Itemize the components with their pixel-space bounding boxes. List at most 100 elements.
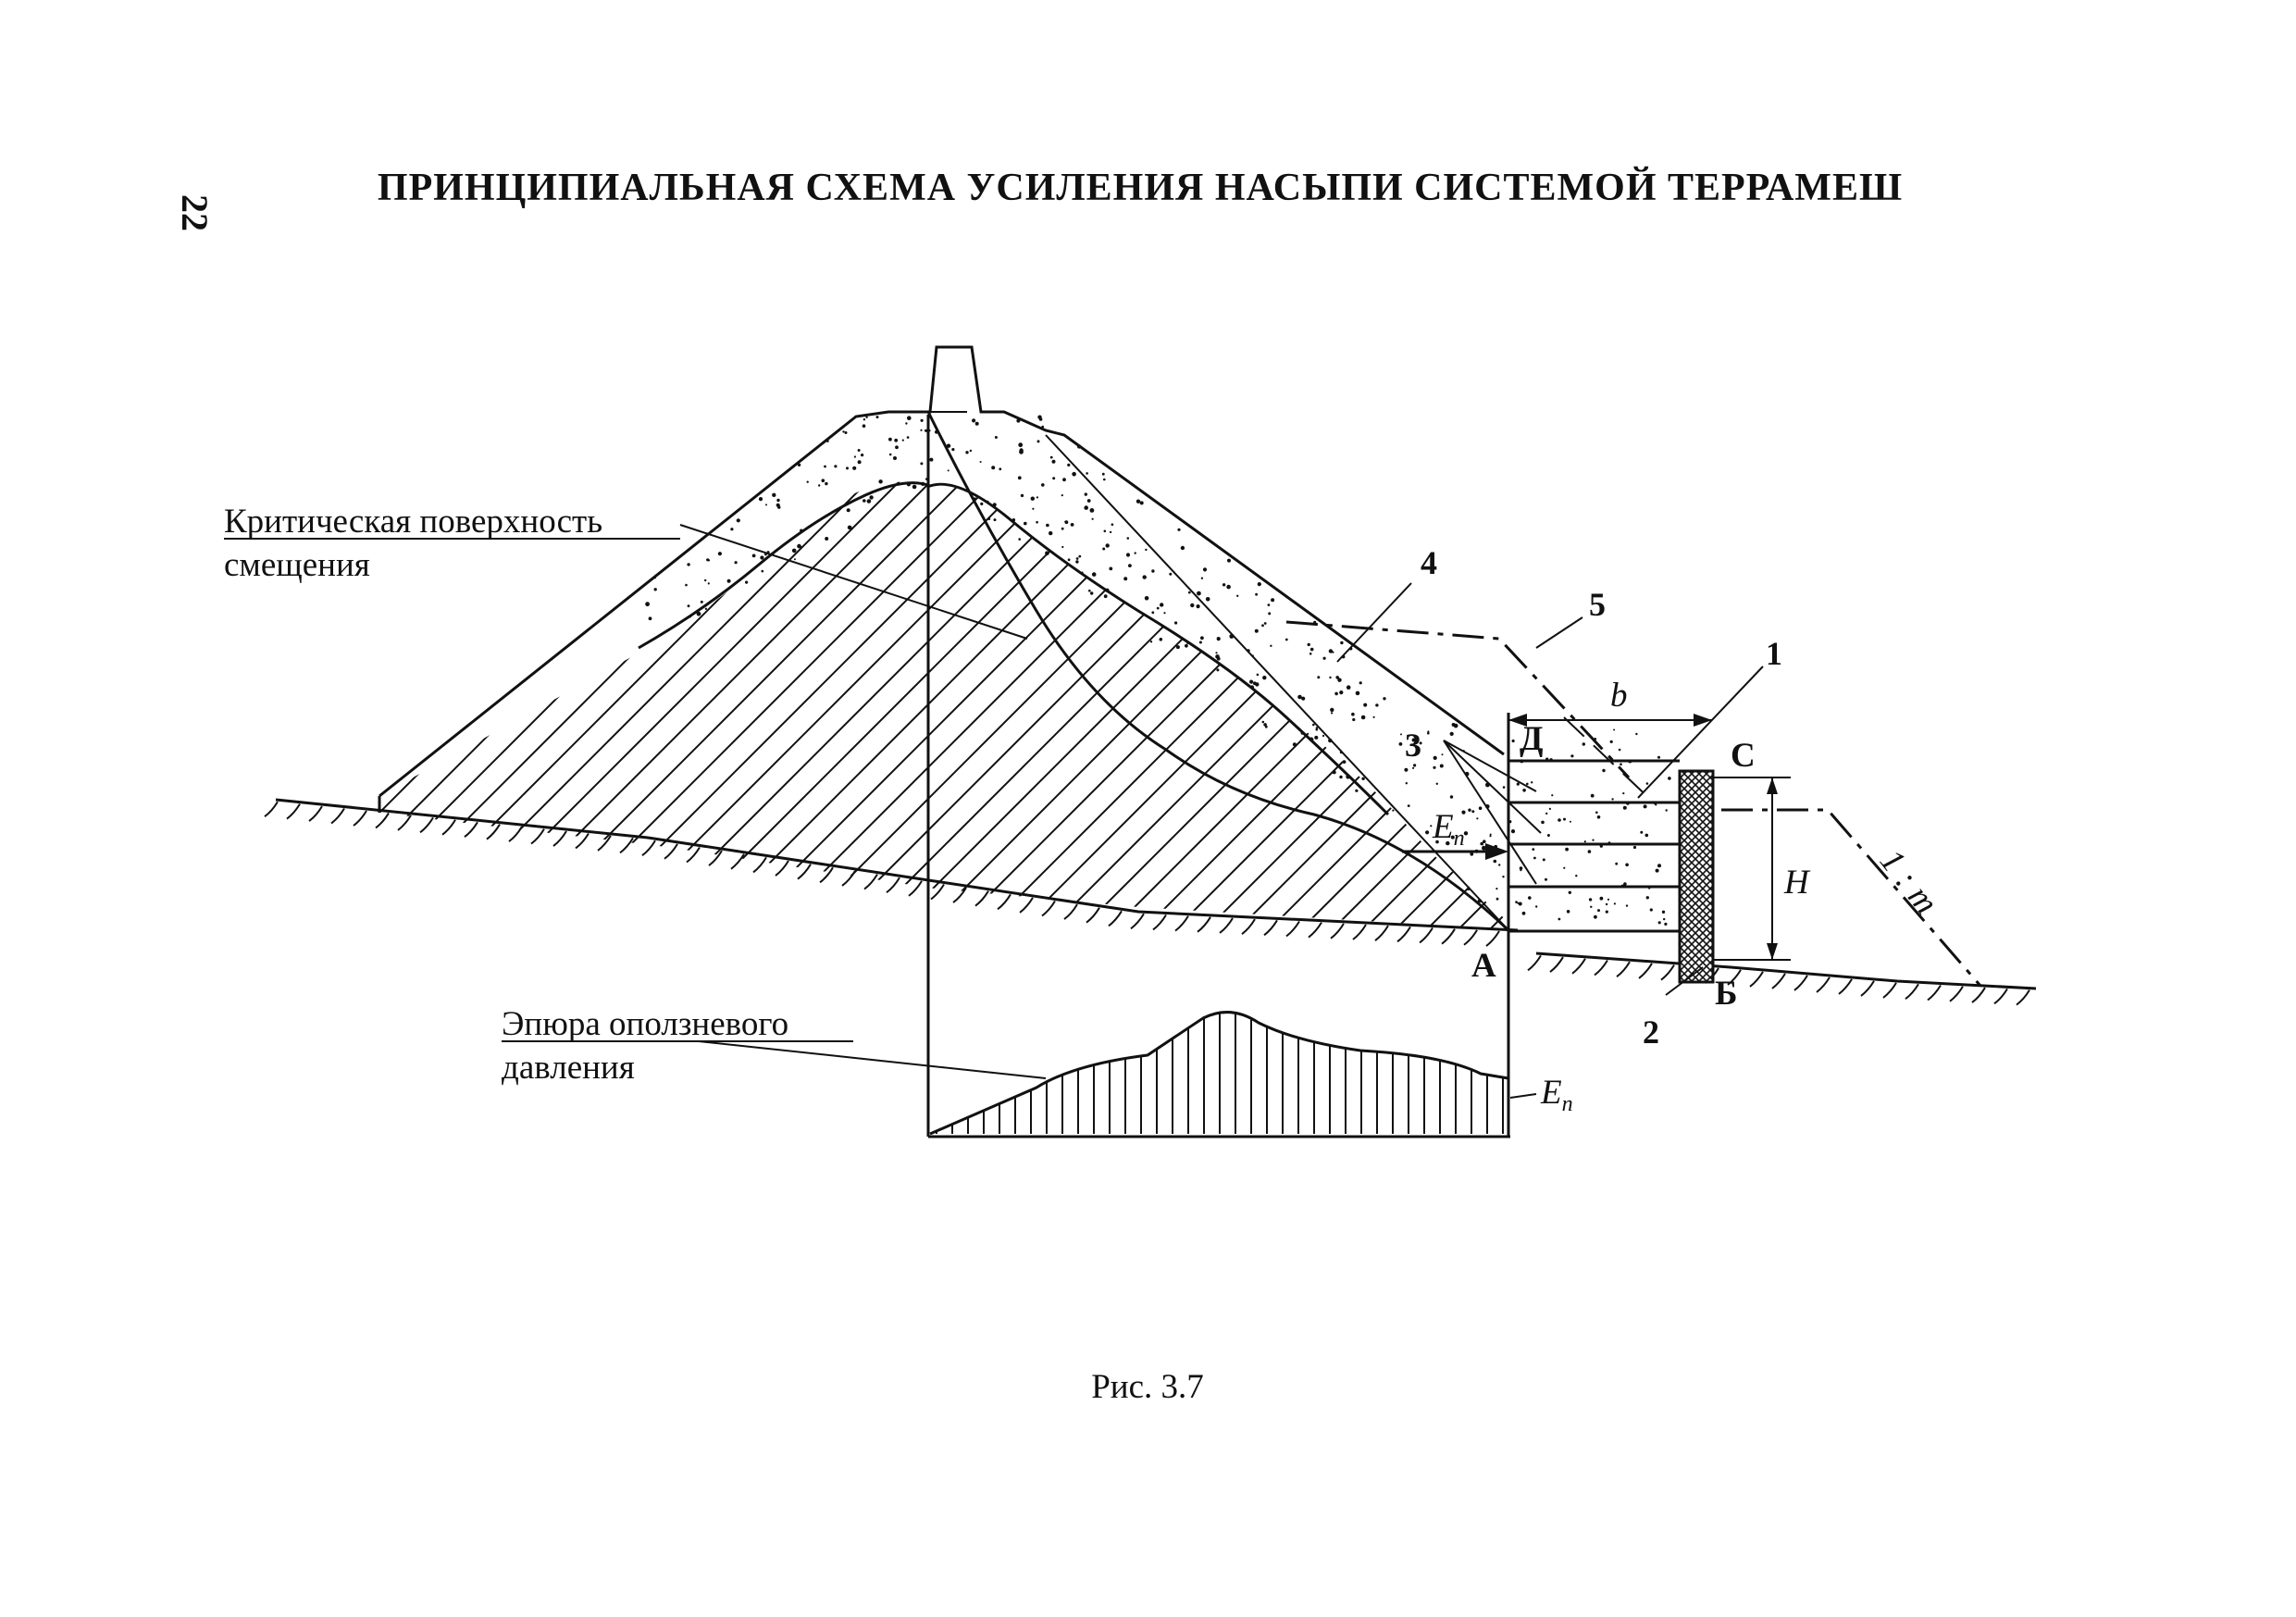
sand-dot	[1126, 537, 1130, 540]
sand-dot	[969, 449, 973, 453]
dimension-arrow	[1767, 777, 1778, 794]
fill-dot	[1546, 834, 1550, 837]
ground-hatch-mark	[863, 874, 878, 890]
sand-dot	[1067, 463, 1071, 466]
sand-dot	[707, 582, 710, 585]
sand-dot	[1109, 530, 1112, 534]
sand-dot	[1216, 668, 1220, 672]
hatch-line	[379, 481, 808, 930]
sand-dot	[1480, 841, 1483, 846]
ground-hatch-mark	[1197, 916, 1211, 933]
sand-dot	[1049, 455, 1053, 459]
ground-hatch-mark	[1174, 915, 1189, 932]
fill-dot	[1517, 902, 1520, 904]
ground-hatch-mark	[397, 815, 412, 831]
sand-dot	[1470, 852, 1474, 856]
leader-3a	[1443, 740, 1537, 792]
fill-dot	[1549, 758, 1553, 762]
hatch-line	[1295, 481, 1518, 930]
sand-dot	[1255, 592, 1258, 596]
sand-dot	[717, 552, 723, 556]
fill-dot	[1542, 858, 1545, 862]
sand-dot	[1449, 795, 1454, 799]
sand-dot	[1346, 775, 1350, 779]
leader-3b	[1443, 740, 1542, 834]
sand-dot	[1149, 641, 1153, 643]
sand-dot	[1091, 572, 1097, 577]
sand-dot	[1249, 679, 1254, 684]
fill-dot	[1588, 898, 1593, 902]
sand-dot	[1049, 530, 1053, 536]
sand-dot	[834, 465, 838, 468]
ground-hatch-mark	[597, 835, 612, 852]
sand-dot	[1160, 603, 1164, 607]
sand-dot	[1330, 707, 1334, 713]
sand-dot	[850, 527, 853, 530]
sand-dot	[1103, 529, 1107, 533]
fill-dot	[1613, 902, 1616, 905]
hatch-line	[0, 417, 272, 935]
fill-dot	[1649, 908, 1653, 912]
sand-dot	[806, 480, 809, 483]
sand-dot	[1489, 835, 1492, 838]
sand-dot	[1215, 652, 1218, 654]
hatch-line	[1263, 481, 1518, 930]
sand-dot	[1498, 864, 1501, 866]
sand-dot	[1078, 554, 1082, 558]
sand-dot	[1263, 723, 1267, 727]
sand-dot	[1339, 690, 1344, 695]
dimension-arrow	[1508, 714, 1527, 727]
sand-dot	[1311, 738, 1314, 740]
sand-dot	[1187, 591, 1191, 594]
sand-dot	[1337, 678, 1342, 682]
fill-dot	[1570, 754, 1574, 758]
sand-dot	[1352, 717, 1356, 722]
fill-dot	[1594, 914, 1597, 919]
ground-hatch-mark	[1616, 961, 1631, 978]
sand-dot	[987, 517, 991, 520]
fill-dot	[1558, 818, 1561, 822]
sand-dot	[991, 466, 996, 470]
ground-hatch-mark	[730, 853, 745, 870]
sand-dot	[920, 429, 923, 431]
ground-hatch-mark	[486, 824, 501, 840]
ground-hatch-mark	[330, 808, 345, 825]
hatch-line	[379, 481, 619, 930]
sand-dot	[1346, 685, 1351, 690]
sand-dot	[1250, 685, 1254, 690]
sand-dot	[1334, 691, 1338, 696]
sand-dot	[1061, 527, 1064, 530]
sand-dot	[844, 431, 848, 434]
sand-dot	[1502, 876, 1505, 878]
ground-hatch-mark	[619, 837, 634, 854]
sand-dot	[1478, 806, 1483, 810]
label-epure-line2: давления	[502, 1049, 635, 1087]
ground-hatch-mark	[1860, 980, 1875, 997]
ground-hatch-mark	[1086, 907, 1100, 924]
sand-dot	[1261, 720, 1265, 724]
ground-hatch-mark	[2016, 989, 2030, 1006]
sand-dot	[1136, 499, 1141, 504]
sand-dot	[1263, 622, 1267, 625]
sand-dot	[965, 451, 969, 454]
hatch-line	[379, 481, 493, 930]
reinforced-fill-stipple	[1511, 728, 1671, 927]
sand-dot	[1086, 499, 1091, 503]
hatch-line	[1515, 481, 1518, 930]
sand-dot	[1257, 582, 1261, 587]
sand-dot	[1255, 682, 1260, 687]
sand-dot	[1451, 723, 1456, 727]
sand-dot	[1331, 712, 1334, 715]
sand-dot	[1180, 545, 1185, 551]
sand-dot	[894, 438, 899, 442]
sand-dot	[1315, 727, 1319, 729]
sand-dot	[1328, 649, 1334, 653]
ground-hatch-mark	[930, 883, 945, 901]
ground-hatch-mark	[575, 832, 590, 850]
epure-force-subscript: n	[1562, 1092, 1573, 1116]
sand-dot	[1163, 612, 1166, 615]
sand-dot	[1261, 624, 1264, 628]
fill-dot	[1531, 781, 1533, 784]
fill-dot	[1521, 911, 1526, 915]
